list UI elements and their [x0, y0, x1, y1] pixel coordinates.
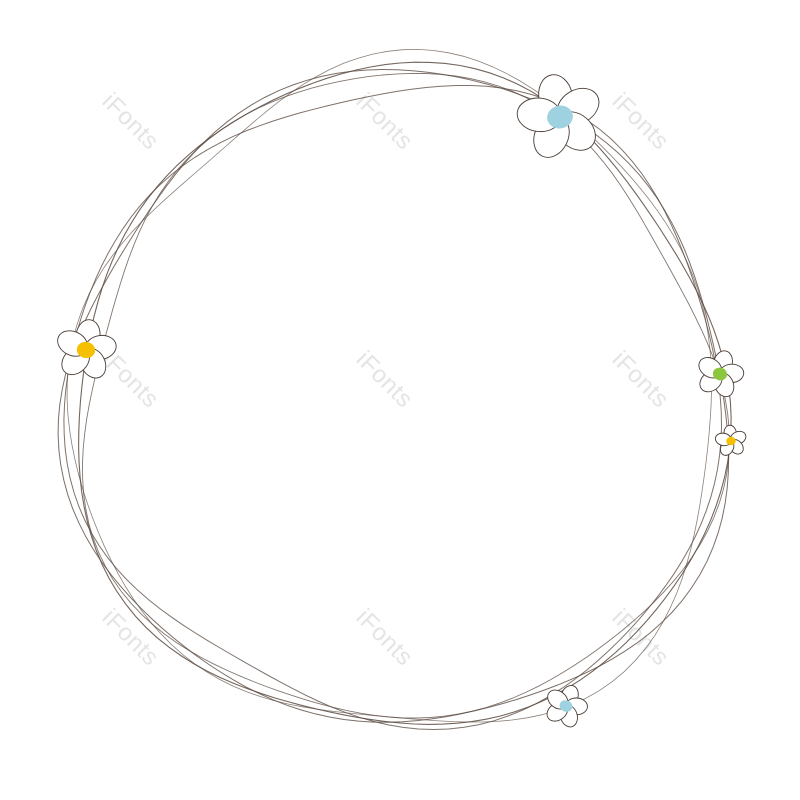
flower-center: [726, 436, 736, 446]
flower-bottom-icon: [546, 684, 588, 728]
flower-right-upper-icon: [698, 350, 745, 398]
flower-center: [76, 341, 96, 359]
flower-group: [57, 74, 747, 728]
flower-right-lower-icon: [714, 424, 747, 456]
flower-left-icon: [57, 319, 117, 379]
wire-wreath: [57, 48, 732, 731]
flower-top-right-icon: [516, 74, 600, 158]
flower-center: [712, 367, 728, 381]
wreath-strand: [66, 48, 712, 723]
wreath-strand: [57, 68, 730, 723]
flower-center: [559, 700, 573, 712]
flower-center: [547, 105, 573, 129]
